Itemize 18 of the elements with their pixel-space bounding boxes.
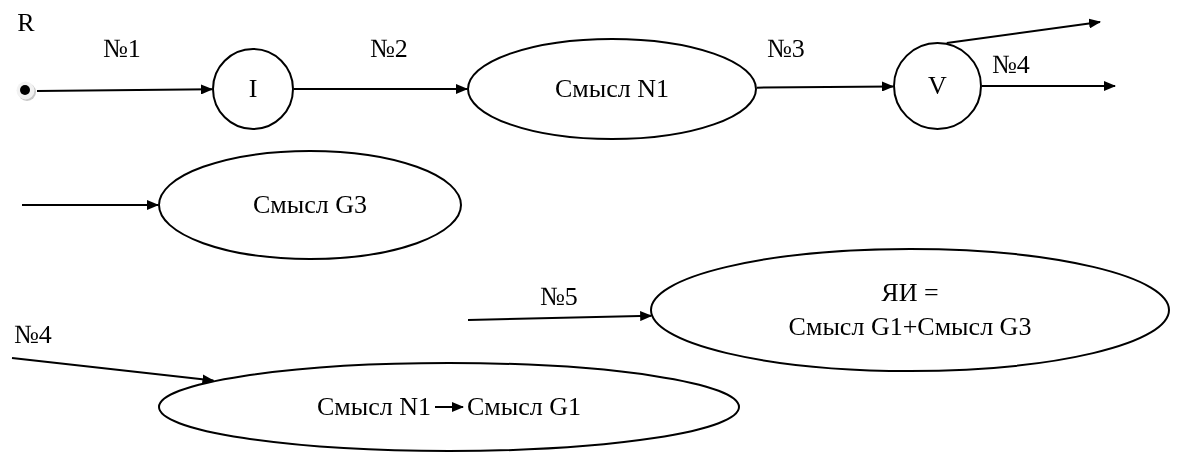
node-label: Смысл G3 <box>252 192 368 218</box>
node-label: I <box>248 76 258 102</box>
node-text: Смысл G1 <box>467 394 582 420</box>
arrow <box>293 84 468 94</box>
arrow <box>36 84 213 95</box>
arrow <box>945 18 1101 44</box>
node-text: Смысл N1 <box>316 394 431 420</box>
node-label: Смысл G1+Смысл G3 <box>788 314 1032 340</box>
node-label: V <box>928 73 947 99</box>
arrow <box>755 81 894 92</box>
arrow <box>21 200 159 210</box>
node-label: ЯИ = <box>881 280 939 306</box>
arrow <box>981 81 1116 91</box>
arrow <box>467 311 653 322</box>
node-label: R <box>17 10 35 36</box>
arrow <box>434 402 464 412</box>
node-label: Смысл N1 <box>554 76 670 102</box>
arrow <box>11 357 215 385</box>
